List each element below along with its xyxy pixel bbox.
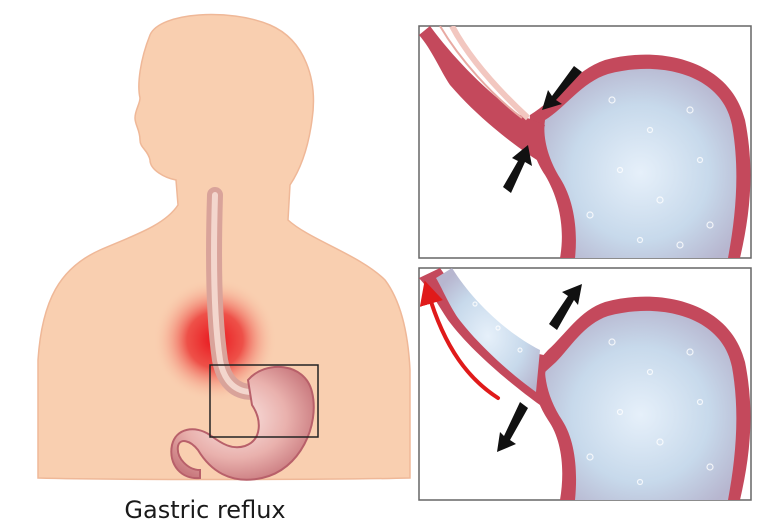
panel-reflux [419, 268, 751, 500]
human-torso-silhouette [38, 15, 410, 480]
panel-closed-sphincter [419, 26, 751, 258]
figure-caption: Gastric reflux [0, 496, 410, 524]
